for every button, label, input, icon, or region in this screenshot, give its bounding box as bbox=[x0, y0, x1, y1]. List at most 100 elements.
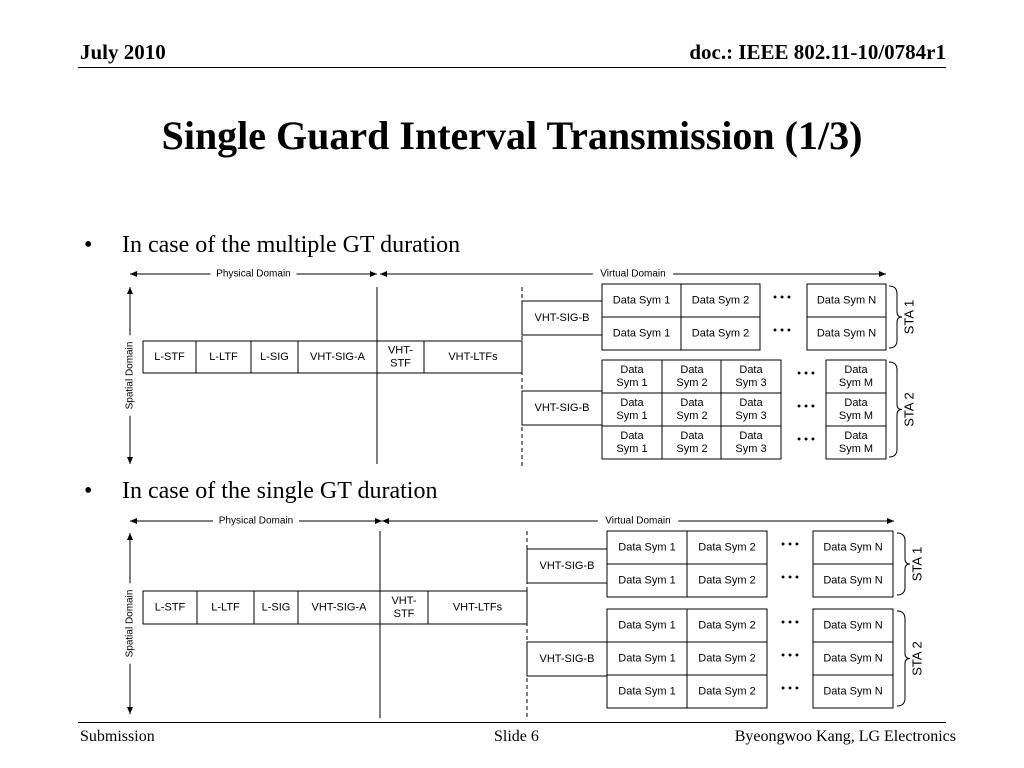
vht-sig-b-2 bbox=[521, 390, 603, 426]
sta2-row3-sym1 bbox=[601, 425, 663, 460]
sta2-row3-sym1 bbox=[606, 674, 688, 709]
sta2-row3-sym2 bbox=[661, 425, 723, 460]
sta2-row3-sym2 bbox=[686, 674, 768, 709]
bullet-text: In case of the multiple GT duration bbox=[122, 232, 461, 258]
sta1-row2-sym1-label: Data Sym 1 bbox=[613, 328, 670, 340]
spatial-domain-arrow-label-bg bbox=[124, 583, 136, 664]
sta1-row2-ellipsis: • • • bbox=[781, 572, 799, 584]
sta2-label: STA 2 bbox=[910, 641, 925, 675]
footer-submission: Submission bbox=[80, 728, 155, 745]
spatial-domain-arrow-head-up bbox=[127, 287, 133, 294]
sta1-row1-sym1-label: Data Sym 1 bbox=[618, 542, 675, 554]
virtual-domain-arrow-label-bg bbox=[592, 268, 674, 280]
sta1-brace bbox=[888, 285, 903, 349]
sta1-row1-ellipsis: • • • bbox=[781, 539, 799, 551]
header-rule bbox=[78, 67, 946, 68]
spatial-domain-arrow-head-down bbox=[127, 707, 133, 714]
physical-domain-arrow-label-bg bbox=[213, 515, 299, 527]
sta1-row1-sym1 bbox=[601, 283, 682, 318]
physical-domain-arrow-label: Physical Domain bbox=[219, 516, 293, 527]
vht-sig-b-2 bbox=[526, 641, 608, 677]
preamble-field-2-label: L-SIG bbox=[262, 602, 291, 614]
sta2-row3-sym1-label: Data Sym 1 bbox=[618, 686, 675, 698]
vht-sig-b-2-label: VHT-SIG-B bbox=[534, 402, 589, 414]
spatial-domain-arrow-label: Spatial Domain bbox=[125, 342, 136, 410]
preamble-field-5 bbox=[423, 340, 523, 374]
preamble-field-2-label: L-SIG bbox=[260, 351, 289, 363]
sta1-row2-sym1 bbox=[601, 316, 682, 351]
sta1-label: STA 1 bbox=[902, 300, 917, 334]
bullet-single-gt: • In case of the single GT duration bbox=[84, 478, 437, 505]
preamble-field-5-label: VHT-LTFs bbox=[448, 351, 498, 363]
vht-sig-b-1 bbox=[526, 548, 608, 584]
sta2-row3-ellipsis: • • • bbox=[797, 434, 815, 446]
sta2-row2-sym1-label: Data Sym 1 bbox=[618, 653, 675, 665]
sta1-row2-sym3-label: Data Sym N bbox=[823, 575, 882, 587]
preamble-field-0 bbox=[142, 590, 198, 625]
preamble-field-1 bbox=[195, 340, 252, 374]
sta2-row3-ellipsis: • • • bbox=[781, 683, 799, 695]
sta2-row2-sym3-label: Data Sym N bbox=[823, 653, 882, 665]
footer-rule bbox=[78, 722, 946, 723]
sta2-row1-sym2 bbox=[661, 359, 723, 394]
spatial-domain-arrow-head-up bbox=[127, 533, 133, 540]
preamble-field-1 bbox=[196, 590, 255, 625]
preamble-field-1-label: L-LTF bbox=[211, 602, 240, 614]
physical-domain-arrow-head-left bbox=[130, 271, 137, 277]
sta2-row2-sym4 bbox=[825, 392, 887, 427]
sta2-row2-ellipsis: • • • bbox=[797, 401, 815, 413]
sta1-row1-sym3-label: Data Sym N bbox=[823, 542, 882, 554]
sta2-row2-sym1 bbox=[606, 641, 688, 676]
sta1-row1-sym3 bbox=[812, 530, 894, 565]
sta1-row2-sym1 bbox=[606, 563, 688, 598]
sta1-row2-sym2-label: Data Sym 2 bbox=[698, 575, 755, 587]
vht-sig-b-1-label: VHT-SIG-B bbox=[534, 312, 589, 324]
preamble-field-2 bbox=[253, 590, 299, 625]
sta1-row1-sym2 bbox=[680, 283, 761, 318]
sta1-row2-sym3 bbox=[812, 563, 894, 598]
preamble-field-3-label: VHT-SIG-A bbox=[311, 602, 367, 614]
physical-domain-arrow-head-left bbox=[130, 518, 137, 524]
preamble-field-2 bbox=[250, 340, 299, 374]
spatial-domain-arrow-head-down bbox=[127, 457, 133, 464]
preamble-field-4-label: VHT-STF bbox=[391, 595, 416, 620]
footer-author: Byeongwoo Kang, LG Electronics bbox=[734, 728, 956, 745]
sta2-row1-sym2-label: Data Sym 2 bbox=[698, 620, 755, 632]
sta2-row3-sym3 bbox=[812, 674, 894, 709]
sta1-row2-sym2 bbox=[680, 316, 761, 351]
preamble-field-0 bbox=[142, 340, 197, 374]
sta2-row1-sym1 bbox=[601, 359, 663, 394]
physical-domain-arrow-head-right bbox=[375, 518, 382, 524]
sta2-row3-sym4 bbox=[825, 425, 887, 460]
sta2-row2-sym3 bbox=[720, 392, 782, 427]
vht-sig-b-1 bbox=[521, 300, 603, 336]
sta1-row2-sym2 bbox=[686, 563, 768, 598]
sta2-row1-sym1 bbox=[606, 608, 688, 643]
virtual-domain-arrow-label: Virtual Domain bbox=[605, 516, 670, 527]
bullet-text: In case of the single GT duration bbox=[122, 478, 438, 504]
preamble-field-3 bbox=[297, 340, 378, 374]
bullet-multiple-gt: •In case of the multiple GT duration bbox=[84, 232, 460, 259]
sta2-row1-sym3 bbox=[720, 359, 782, 394]
sta2-row3-sym2-label: Data Sym 2 bbox=[698, 686, 755, 698]
physical-domain-arrow-label: Physical Domain bbox=[216, 269, 290, 280]
vht-sig-b-2-label: VHT-SIG-B bbox=[539, 653, 594, 665]
bullet-mark: • bbox=[84, 478, 93, 504]
sta2-brace bbox=[888, 361, 903, 458]
sta2-row2-sym2-label: Data Sym 2 bbox=[698, 653, 755, 665]
preamble-field-3-label: VHT-SIG-A bbox=[310, 351, 366, 363]
sta2-row1-sym2 bbox=[686, 608, 768, 643]
preamble-field-5-label: VHT-LTFs bbox=[453, 602, 503, 614]
sta1-row1-sym3-label: Data Sym N bbox=[817, 295, 876, 307]
